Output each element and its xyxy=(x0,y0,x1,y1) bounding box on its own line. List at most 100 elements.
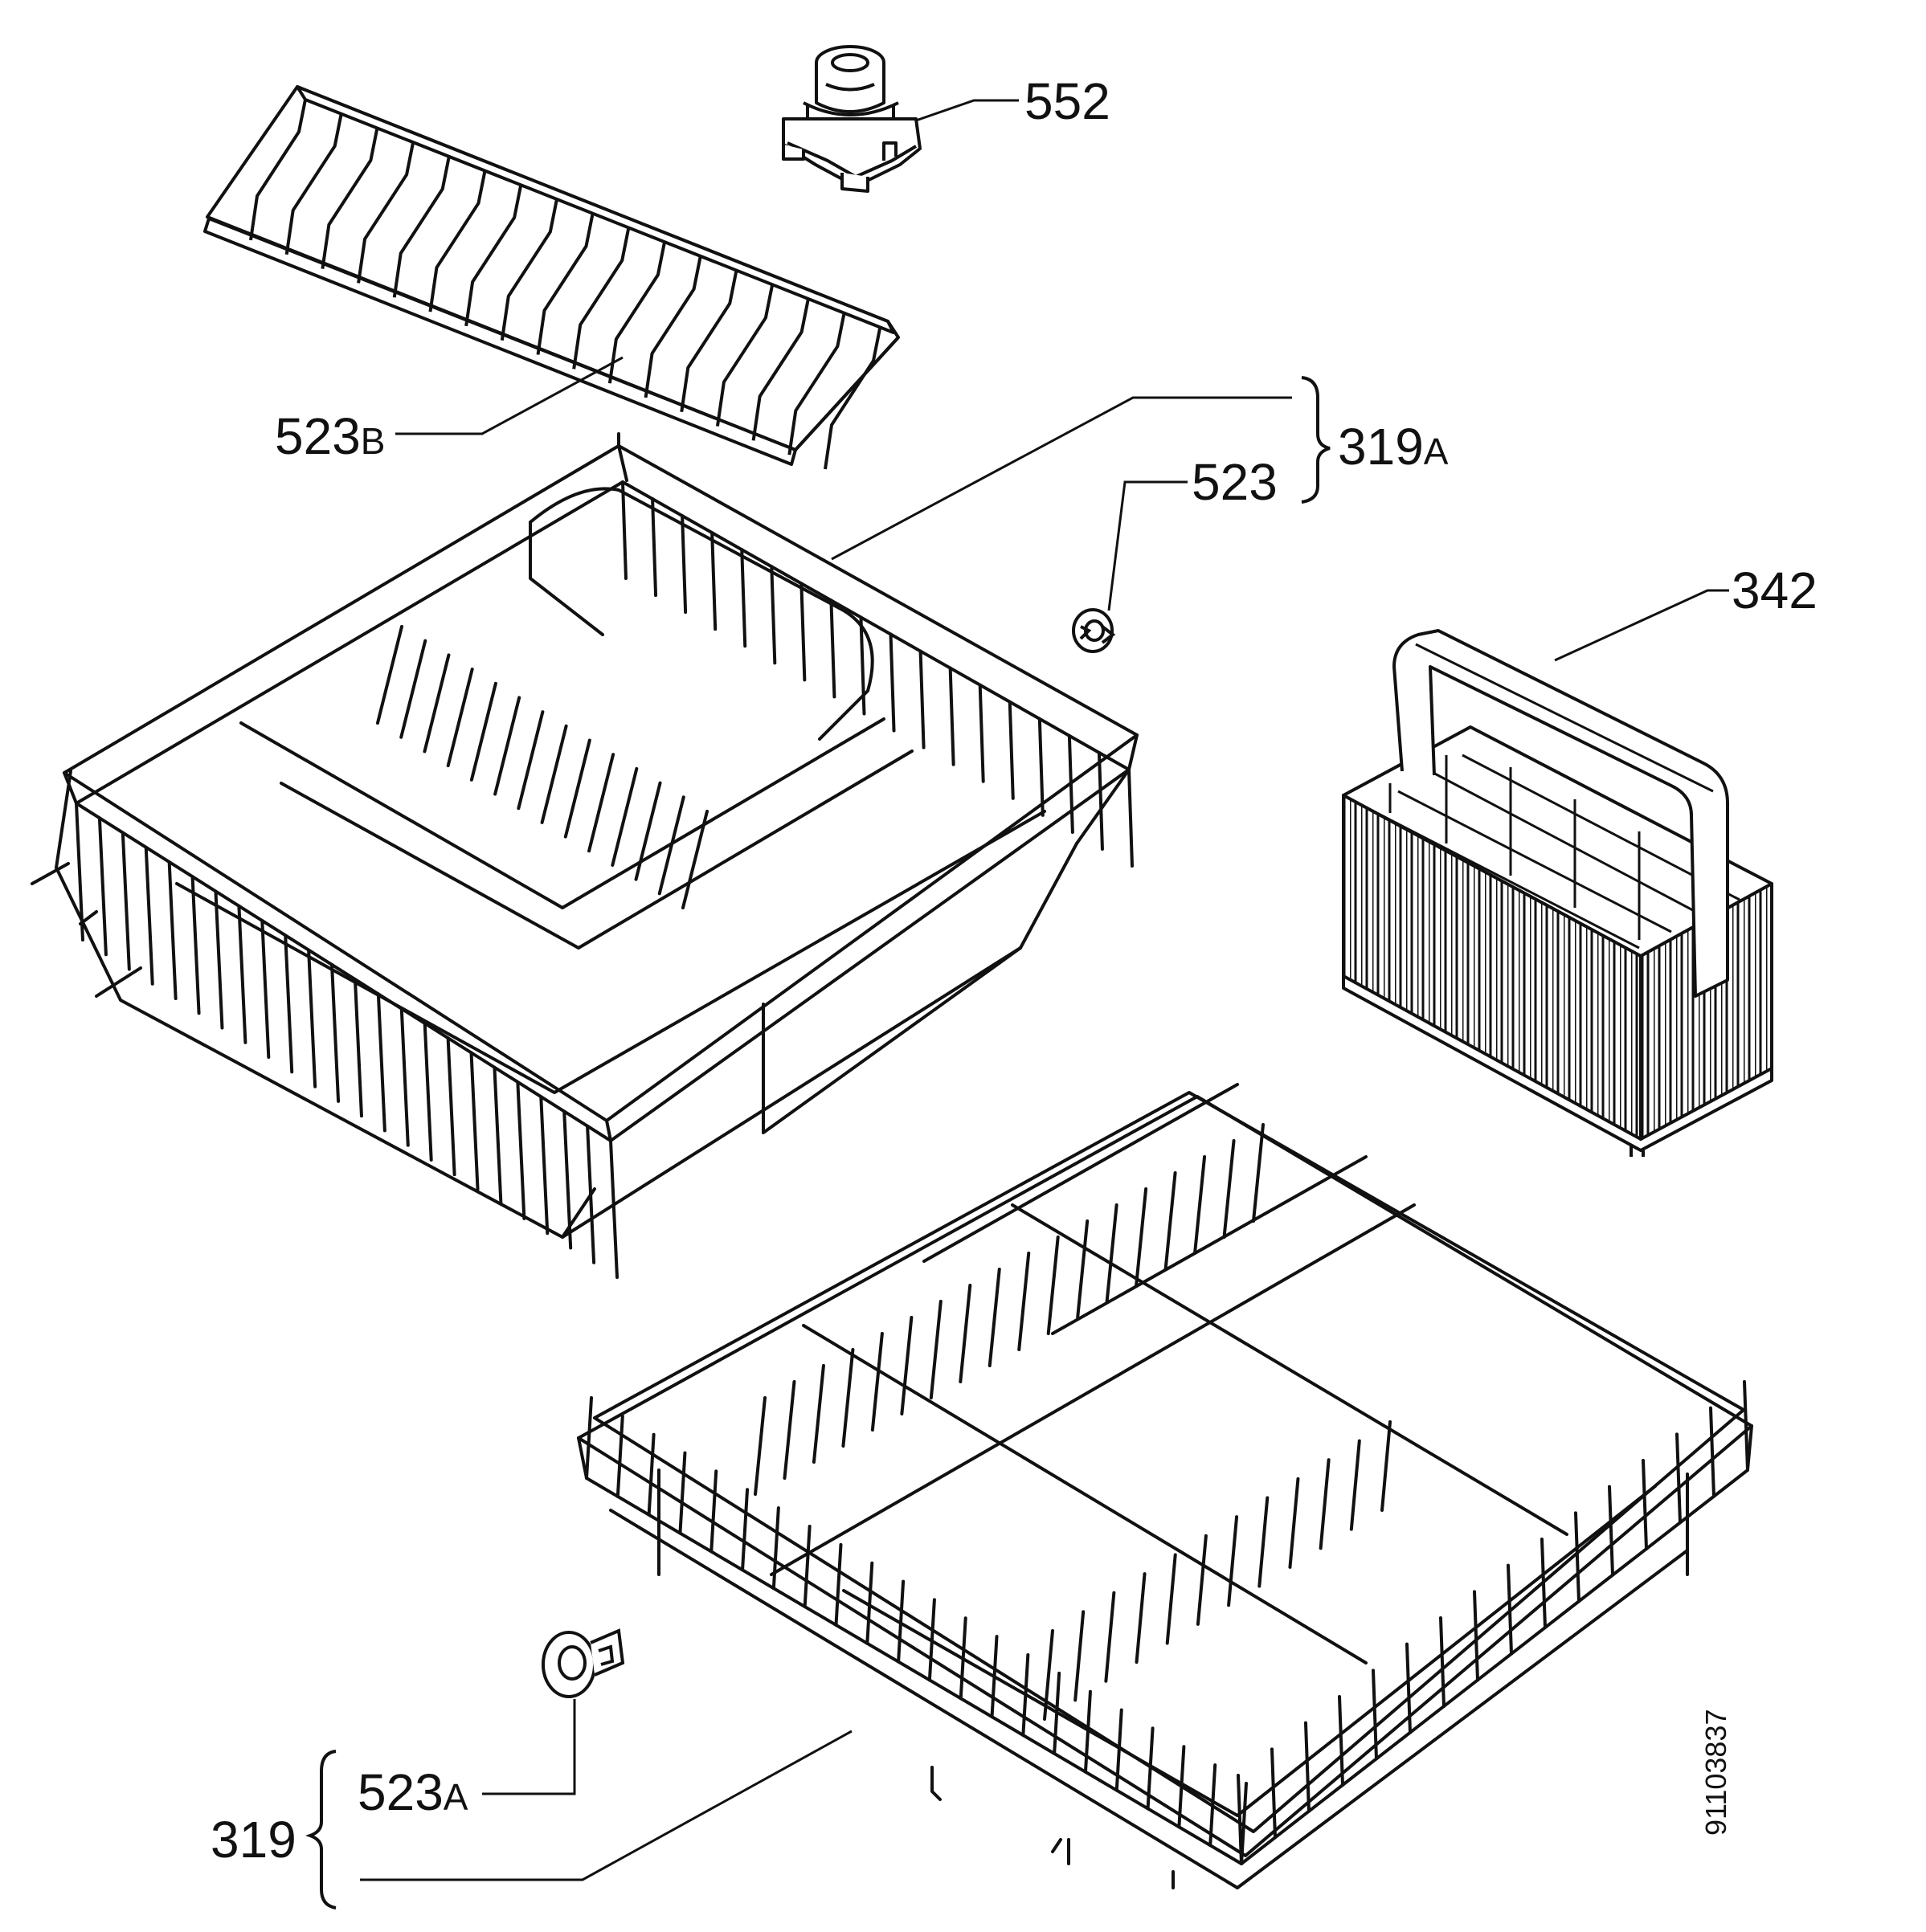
basket-wire xyxy=(1008,700,1015,800)
basket-tine xyxy=(399,639,427,739)
basket-tine xyxy=(517,710,545,811)
basket-tine xyxy=(493,696,521,796)
basket-tine xyxy=(469,681,497,782)
basket-wire xyxy=(1338,1695,1344,1787)
basket-wire xyxy=(190,875,201,1015)
upper-rack-wheel-552 xyxy=(782,45,922,193)
basket-wire xyxy=(1037,717,1045,817)
part-labels: 552 523B 319A 523 342 523A 319 91103837 xyxy=(211,72,1818,1869)
plate-tine xyxy=(1257,1496,1270,1588)
basket-wire xyxy=(1540,1538,1547,1629)
basket-wire xyxy=(651,497,658,598)
basket-wire xyxy=(609,1139,619,1279)
basket-wire xyxy=(307,948,317,1089)
basket-wire xyxy=(1053,1671,1061,1755)
basket-wire xyxy=(167,860,178,1001)
basket-wire xyxy=(770,565,777,665)
plate-tine xyxy=(988,1268,1001,1367)
brace-319A xyxy=(1301,376,1331,504)
leader-319 xyxy=(360,1730,853,1881)
label-523A: 523A xyxy=(358,1763,468,1821)
basket-wire xyxy=(1083,1689,1092,1774)
plate-tine xyxy=(870,1332,884,1432)
basket-wire xyxy=(1675,1432,1682,1525)
wheel-523 xyxy=(1072,608,1116,653)
lower-basket-319 xyxy=(577,1083,1753,1889)
plate-tine xyxy=(1043,1629,1054,1721)
basket-wire xyxy=(1067,733,1074,834)
basket-wire xyxy=(97,816,108,957)
basket-wire xyxy=(829,598,836,699)
basket-wire xyxy=(562,1109,573,1250)
basket-wire xyxy=(1507,1563,1513,1656)
plate-tine xyxy=(1017,1252,1031,1351)
basket-tine xyxy=(634,781,662,881)
leader-lines xyxy=(305,99,1729,1910)
basket-wire xyxy=(353,978,363,1118)
basket-wire xyxy=(1146,1726,1155,1811)
basket-wire xyxy=(1270,1747,1277,1840)
basket-wire xyxy=(615,1414,624,1498)
shelf-tine xyxy=(536,214,595,355)
basket-wire xyxy=(1097,750,1104,851)
shelf-tine xyxy=(715,285,774,427)
basket-wire xyxy=(709,1469,718,1554)
brace-319 xyxy=(305,1750,337,1910)
basket-wire xyxy=(990,1635,999,1719)
basket-wire xyxy=(237,904,247,1044)
plate-tine xyxy=(929,1300,943,1399)
basket-wire xyxy=(260,919,271,1060)
basket-wire xyxy=(1304,1721,1311,1813)
basket-tine xyxy=(540,724,568,824)
basket-wire xyxy=(330,962,341,1103)
basket-wire xyxy=(121,831,131,971)
label-319A: 319A xyxy=(1338,418,1449,476)
plate-tine xyxy=(1073,1610,1086,1702)
plate-tine xyxy=(1252,1123,1265,1223)
basket-wire xyxy=(1208,1763,1217,1848)
basket-wire xyxy=(1709,1406,1715,1498)
plate-tine xyxy=(1135,1572,1147,1664)
label-552: 552 xyxy=(1024,72,1110,130)
leader-523 xyxy=(1107,480,1188,611)
basket-wire xyxy=(621,480,628,580)
basket-wire xyxy=(586,1124,596,1264)
basket-wire xyxy=(948,666,955,766)
plate-tine xyxy=(1105,1203,1118,1303)
plate-tine xyxy=(1288,1477,1300,1569)
leader-552 xyxy=(915,99,1019,122)
plate-tine xyxy=(1196,1534,1208,1626)
basket-wire xyxy=(376,992,386,1133)
document-number: 91103837 xyxy=(1699,1709,1732,1836)
basket-wire xyxy=(927,1598,936,1682)
label-342: 342 xyxy=(1732,562,1818,619)
shelf-tine xyxy=(680,271,738,413)
shelf-tine xyxy=(284,113,343,255)
basket-wire xyxy=(539,1095,550,1236)
basket-wire xyxy=(214,889,224,1030)
plate-tine xyxy=(812,1364,825,1464)
plate-tine xyxy=(841,1348,855,1448)
shelf-tine xyxy=(644,256,702,398)
basket-wire xyxy=(647,1432,656,1517)
basket-tine xyxy=(423,653,451,754)
basket-wire xyxy=(469,1051,480,1191)
plate-tine xyxy=(1163,1171,1177,1271)
basket-wire xyxy=(803,1525,812,1608)
plate-tine xyxy=(783,1380,796,1480)
basket-wire xyxy=(897,1579,906,1664)
plate-tine xyxy=(1222,1139,1236,1239)
basket-wire xyxy=(1574,1511,1580,1603)
basket-wire xyxy=(1114,1708,1123,1792)
basket-wire xyxy=(585,1396,593,1480)
wheel-523A xyxy=(542,1628,625,1698)
basket-wire xyxy=(889,632,896,733)
basket-wire xyxy=(493,1065,503,1206)
basket-wire xyxy=(710,531,718,631)
basket-wire xyxy=(423,1021,433,1162)
shelf-tine xyxy=(787,313,846,455)
plate-tine xyxy=(900,1316,914,1415)
shelf-tine xyxy=(751,299,810,441)
basket-wire xyxy=(918,649,926,750)
